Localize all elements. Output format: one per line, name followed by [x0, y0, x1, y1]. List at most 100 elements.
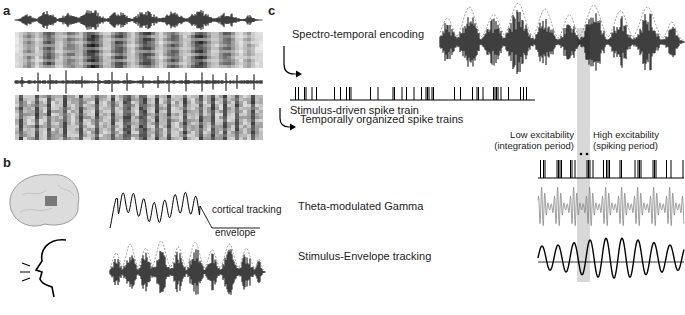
spectrogram-cell [59, 137, 63, 140]
spectrogram-cell [259, 98, 263, 101]
spectrogram-cell [67, 35, 71, 38]
spectrogram-cell [111, 104, 115, 107]
spectrogram-cell [211, 134, 215, 137]
spectrogram-cell [175, 101, 179, 104]
spectrogram-cell [67, 50, 71, 53]
spectrogram-cell [111, 56, 115, 59]
spectrogram-cell [35, 104, 39, 107]
spectrogram-cell [119, 104, 123, 107]
spectrogram-cell [203, 47, 207, 50]
spectrogram-cell [111, 107, 115, 110]
spectrogram-cell [27, 98, 31, 101]
spectrogram-cell [175, 32, 179, 35]
spectrogram-cell [99, 35, 103, 38]
spectrogram-cell [43, 38, 47, 41]
spectrogram-cell [63, 125, 67, 128]
spectrogram-cell [223, 101, 227, 104]
spectrogram-cell [187, 137, 191, 140]
spectrogram-cell [31, 47, 35, 50]
spectrogram-cell [119, 56, 123, 59]
spectrogram-cell [107, 125, 111, 128]
spectrogram-cell [175, 125, 179, 128]
spectrogram-cell [115, 38, 119, 41]
spectrogram-cell [71, 101, 75, 104]
spectrogram-cell [147, 32, 151, 35]
spectrogram-cell [79, 119, 83, 122]
spectrogram-cell [215, 101, 219, 104]
spectrogram-cell [119, 131, 123, 134]
spectrogram-cell [79, 32, 83, 35]
spectrogram-cell [71, 128, 75, 131]
spectrogram-cell [235, 41, 239, 44]
panel-letter: b [3, 155, 23, 171]
neural-waveform [15, 70, 262, 93]
spectrogram-cell [35, 128, 39, 131]
spectrogram-cell [207, 65, 211, 68]
spectrogram-cell [131, 134, 135, 137]
spectrogram-cell [227, 53, 231, 56]
spectrogram-cell [239, 32, 243, 35]
spectrogram-cell [195, 128, 199, 131]
spectrogram-cell [143, 137, 147, 140]
spectrogram-cell [163, 41, 167, 44]
spectrogram-cell [195, 125, 199, 128]
spectrogram-cell [255, 53, 259, 56]
spectrogram-cell [75, 41, 79, 44]
spectrogram-cell [27, 107, 31, 110]
spectrogram-cell [151, 38, 155, 41]
spectrogram-cell [135, 101, 139, 104]
spectrogram-cell [159, 53, 163, 56]
process-label: Spectro-temporal encoding [292, 28, 440, 41]
spectrogram-cell [139, 32, 143, 35]
spectrogram-cell [23, 104, 27, 107]
spectrogram-cell [239, 107, 243, 110]
spectrogram-cell [159, 62, 163, 65]
spectrogram-cell [87, 113, 91, 116]
spectrogram-cell [67, 44, 71, 47]
spectrogram-cell [155, 35, 159, 38]
spectrogram-cell [67, 65, 71, 68]
spectrogram-cell [63, 122, 67, 125]
spectrogram-cell [23, 41, 27, 44]
spectrogram-cell [187, 116, 191, 119]
spectrogram-cell [59, 119, 63, 122]
spectrogram-cell [155, 62, 159, 65]
spectrogram-cell [167, 98, 171, 101]
spectrogram-cell [15, 65, 19, 68]
spectrogram-cell [151, 137, 155, 140]
spectrogram-cell [83, 107, 87, 110]
spectrogram-cell [19, 44, 23, 47]
spectrogram-cell [147, 131, 151, 134]
spectrogram-cell [75, 65, 79, 68]
spectrogram-cell [139, 41, 143, 44]
spectrogram-cell [259, 56, 263, 59]
spectrogram-cell [123, 134, 127, 137]
spectrogram-cell [247, 116, 251, 119]
spectrogram-cell [215, 113, 219, 116]
spectrogram-cell [227, 56, 231, 59]
spectrogram-cell [87, 65, 91, 68]
spectrogram-cell [135, 32, 139, 35]
spectrogram-cell [251, 95, 255, 98]
spectrogram-cell [95, 119, 99, 122]
spectrogram-cell [119, 38, 123, 41]
spectrogram-cell [167, 41, 171, 44]
spectrogram-cell [255, 110, 259, 113]
spectrogram-cell [247, 56, 251, 59]
spectrogram-cell [199, 53, 203, 56]
spectrogram-cell [111, 38, 115, 41]
spectrogram-cell [119, 44, 123, 47]
spectrogram-cell [31, 107, 35, 110]
spectrogram-cell [47, 122, 51, 125]
spectrogram-cell [187, 50, 191, 53]
spectrogram-cell [231, 110, 235, 113]
spectrogram-cell [123, 65, 127, 68]
spectrogram-cell [115, 47, 119, 50]
spectrogram-cell [227, 47, 231, 50]
spectrogram-cell [35, 62, 39, 65]
spectrogram-cell [163, 98, 167, 101]
spectrogram-cell [203, 104, 207, 107]
spectrogram-cell [179, 62, 183, 65]
spectrogram-cell [107, 47, 111, 50]
spectrogram-cell [203, 128, 207, 131]
